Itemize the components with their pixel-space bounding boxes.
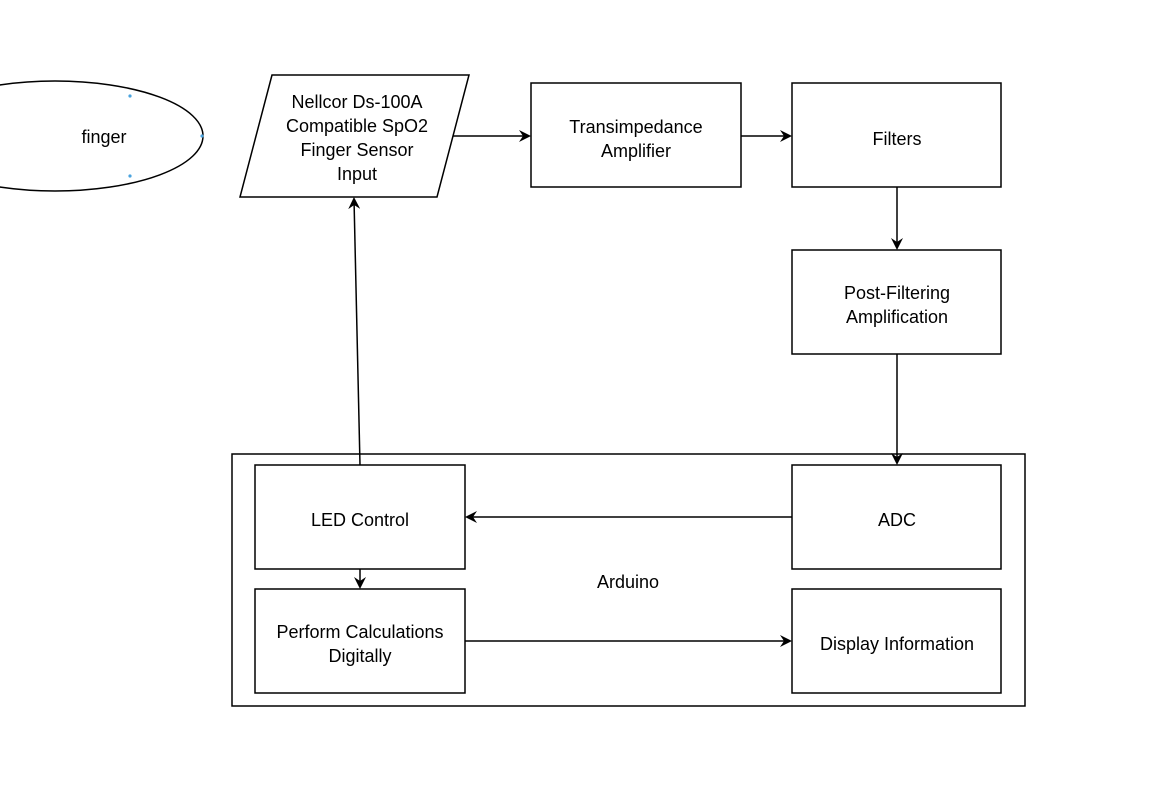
transimpedance-amplifier-node: Transimpedance Amplifier: [530, 82, 742, 188]
connection-point-icon: [200, 134, 204, 138]
connection-point-icon: [128, 174, 132, 178]
sensor-label-line-1: Nellcor Ds-100A: [291, 92, 422, 112]
tia-label-line-1: Transimpedance: [569, 117, 702, 137]
filters-node: Filters: [791, 82, 1002, 188]
post-label-line-1: Post-Filtering: [844, 283, 950, 303]
finger-label: finger: [81, 127, 126, 147]
adc-node: ADC: [791, 464, 1002, 570]
post-filtering-amplification-node: Post-Filtering Amplification: [791, 249, 1002, 355]
arduino-label: Arduino: [597, 572, 659, 592]
finger-node: finger: [0, 80, 204, 192]
edge-led-to-sensor: [348, 197, 361, 466]
perform-calculations-node: Perform Calculations Digitally: [254, 588, 466, 694]
calc-label-line-1: Perform Calculations: [276, 622, 443, 642]
calc-label-line-2: Digitally: [328, 646, 391, 666]
post-label-line-2: Amplification: [846, 307, 948, 327]
sensor-label-line-2: Compatible SpO2: [286, 116, 428, 136]
led-control-node: LED Control: [254, 464, 466, 570]
adc-label: ADC: [878, 510, 916, 530]
led-control-label: LED Control: [311, 510, 409, 530]
sensor-label-line-4: Input: [337, 164, 377, 184]
connection-point-icon: [128, 94, 132, 98]
filters-label: Filters: [873, 129, 922, 149]
display-information-node: Display Information: [791, 588, 1002, 694]
tia-label-line-2: Amplifier: [601, 141, 671, 161]
display-label: Display Information: [820, 634, 974, 654]
sensor-input-node: Nellcor Ds-100A Compatible SpO2 Finger S…: [239, 74, 470, 198]
sensor-label-line-3: Finger Sensor: [300, 140, 413, 160]
edges: [348, 130, 903, 647]
